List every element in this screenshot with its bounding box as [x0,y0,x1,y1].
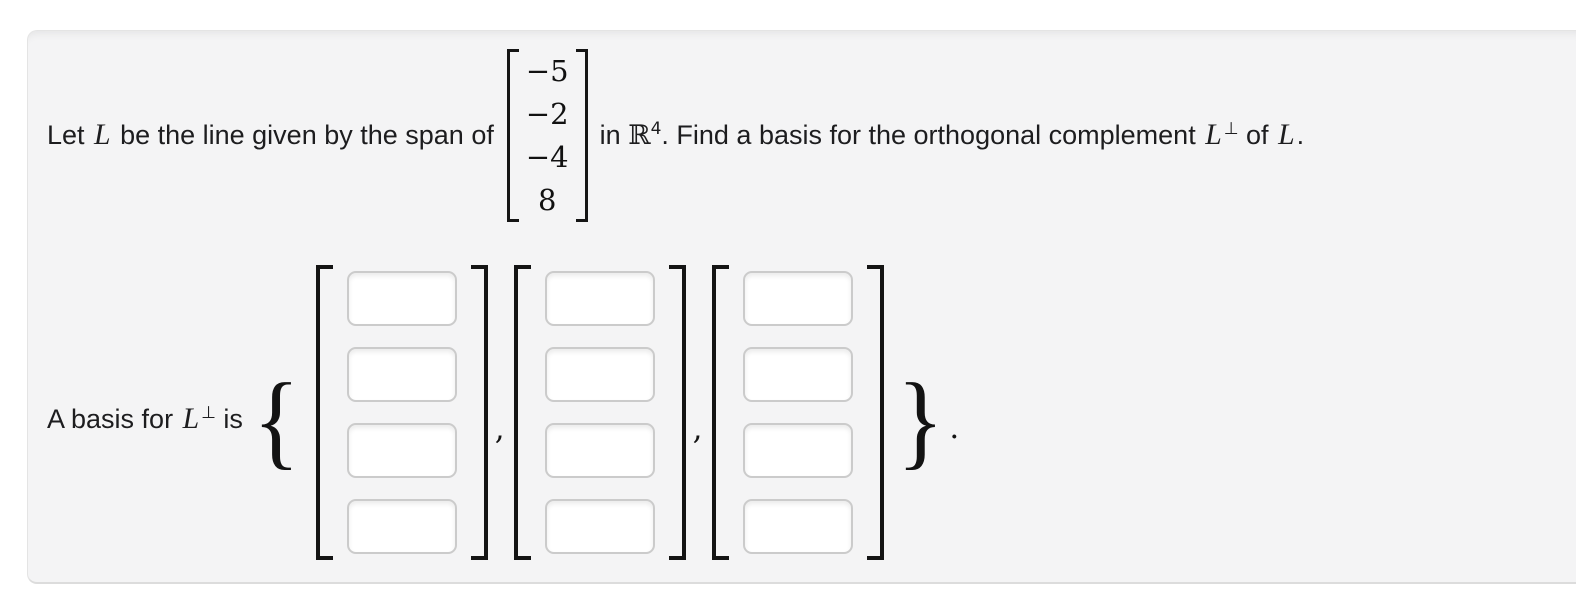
variable-L-perp: L [1205,119,1222,151]
perp-symbol: ⊥ [1223,119,1239,139]
text-a-basis-for: A basis for [47,404,181,434]
basis-vector-3-entry-4[interactable] [742,499,853,554]
close-brace-icon: } [896,361,944,479]
basis-vector-2 [513,265,686,560]
vector-separator-comma: , [494,410,505,447]
basis-vector-3-entry-2[interactable] [742,347,853,402]
problem-text-lead: Let L be the line given by the span of [47,119,494,152]
basis-vector-1-entry-3[interactable] [346,423,457,478]
text-span-of: be the line given by the span of [112,120,494,150]
basis-vector-1-entry-4[interactable] [346,499,457,554]
basis-vector-3-entry-3[interactable] [742,423,853,478]
basis-vector-1-entry-2[interactable] [346,347,457,402]
given-vector: −5 −2 −4 8 [506,49,588,222]
basis-vector-3-entry-1[interactable] [742,271,853,326]
given-vector-entry-3: −4 [525,140,569,175]
reals-symbol: ℝ [628,120,651,151]
left-bracket-icon [315,265,333,560]
basis-vector-2-entry-4[interactable] [544,499,655,554]
left-bracket-icon [711,265,729,560]
answer-area: A basis for L⊥ is { , , [28,265,1576,560]
given-vector-entry-4: 8 [537,183,557,218]
given-vector-entries: −5 −2 −4 8 [519,49,576,222]
problem-statement: Let L be the line given by the span of −… [28,31,1576,222]
given-vector-entry-2: −2 [525,96,569,131]
problem-text-tail: in ℝ4. Find a basis for the orthogonal c… [600,119,1305,152]
answer-label: A basis for L⊥ is [47,403,243,436]
answer-perp-symbol: ⊥ [201,403,216,423]
text-find-basis: . Find a basis for the orthogonal comple… [661,120,1204,150]
reals-exponent: 4 [650,119,662,139]
text-of: of [1238,120,1277,150]
text-period: . [1296,120,1305,150]
basis-vector-3 [711,265,884,560]
basis-vector-2-entry-2[interactable] [544,347,655,402]
sentence-period: . [949,409,960,446]
left-bracket-icon [506,49,519,222]
right-bracket-icon [866,265,884,560]
right-bracket-icon [668,265,686,560]
right-bracket-icon [575,49,588,222]
text-in: in [599,120,629,150]
given-vector-entry-1: −5 [525,53,569,88]
right-bracket-icon [470,265,488,560]
text-is: is [215,404,243,434]
basis-vector-2-entry-1[interactable] [544,271,655,326]
vector-separator-comma: , [692,410,703,447]
answer-variable-L: L [182,403,200,435]
basis-vector-1-entry-1[interactable] [346,271,457,326]
basis-vector-2-entry-3[interactable] [544,423,655,478]
left-bracket-icon [513,265,531,560]
text-let: Let [47,120,93,150]
variable-L: L [94,119,111,151]
open-brace-icon: { [252,361,300,479]
basis-vector-1 [315,265,488,560]
problem-panel: Let L be the line given by the span of −… [27,30,1576,584]
variable-L-end: L [1278,119,1295,151]
